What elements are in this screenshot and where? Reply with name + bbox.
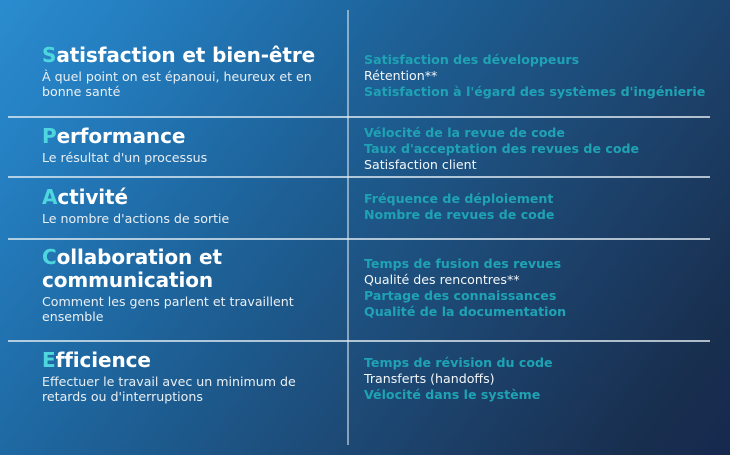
metric-item: Rétention**: [364, 67, 438, 83]
metric-item: Satisfaction des développeurs: [364, 52, 580, 67]
row-divider-4: [8, 340, 710, 342]
category-title: Satisfaction et bien-être: [42, 44, 342, 67]
category-title-rest: erformance: [56, 124, 186, 148]
metric-item: Nombre de revues de code: [364, 206, 555, 222]
metric-item: Fréquence de déploiement: [364, 191, 554, 206]
metric-item: Vélocité de la revue de code: [364, 125, 565, 140]
category-title: Collaboration et communication: [42, 246, 342, 292]
metric-list: Temps de fusion des revues Qualité des r…: [364, 256, 724, 320]
category-initial: S: [42, 43, 57, 67]
metric-item: Qualité de la documentation: [364, 303, 567, 319]
column-divider: [347, 10, 349, 445]
category-title-rest: ctivité: [57, 185, 128, 209]
category-block: Efficience Effectuer le travail avec un …: [42, 349, 342, 405]
category-block: Activité Le nombre d'actions de sortie: [42, 186, 342, 226]
metric-item: Satisfaction à l'égard des systèmes d'in…: [364, 83, 706, 99]
metric-list: Fréquence de déploiement Nombre de revue…: [364, 191, 724, 223]
metric-item: Satisfaction client: [364, 156, 477, 172]
category-title-rest: atisfaction et bien-être: [56, 43, 316, 67]
metric-item: Qualité des rencontres**: [364, 271, 520, 287]
metric-list: Satisfaction des développeurs Rétention*…: [364, 52, 724, 100]
metric-item: Partage des connaissances: [364, 287, 557, 303]
metric-list: Vélocité de la revue de code Taux d'acce…: [364, 125, 724, 173]
category-description: Effectuer le travail avec un minimum de …: [42, 373, 296, 405]
category-description: Comment les gens parlent et travaillent …: [42, 293, 294, 324]
category-description: À quel point on est épanoui, heureux et …: [42, 68, 312, 100]
category-initial: E: [42, 348, 56, 372]
category-title: Efficience: [42, 349, 342, 372]
category-description: Le résultat d'un processus: [42, 149, 208, 165]
category-title: Activité: [42, 186, 342, 209]
category-block: Satisfaction et bien-être À quel point o…: [42, 44, 342, 100]
metric-item: Transferts (handoffs): [364, 370, 495, 386]
metric-item: Temps de fusion des revues: [364, 256, 562, 271]
category-title: Performance: [42, 125, 342, 148]
row-divider-3: [8, 238, 710, 240]
metric-list: Temps de révision du code Transferts (ha…: [364, 355, 724, 403]
category-title-rest: fficience: [55, 348, 151, 372]
category-initial: A: [42, 185, 58, 209]
category-block: Collaboration et communication Comment l…: [42, 246, 342, 324]
category-title-rest: ollaboration et communication: [42, 245, 222, 292]
row-divider-2: [8, 176, 710, 178]
metric-item: Temps de révision du code: [364, 355, 553, 370]
category-description: Le nombre d'actions de sortie: [42, 210, 230, 226]
category-block: Performance Le résultat d'un processus: [42, 125, 342, 165]
row-divider-1: [8, 116, 710, 118]
category-initial: C: [42, 245, 57, 269]
category-initial: P: [42, 124, 57, 148]
metric-item: Vélocité dans le système: [364, 386, 541, 402]
metric-item: Taux d'acceptation des revues de code: [364, 140, 640, 156]
